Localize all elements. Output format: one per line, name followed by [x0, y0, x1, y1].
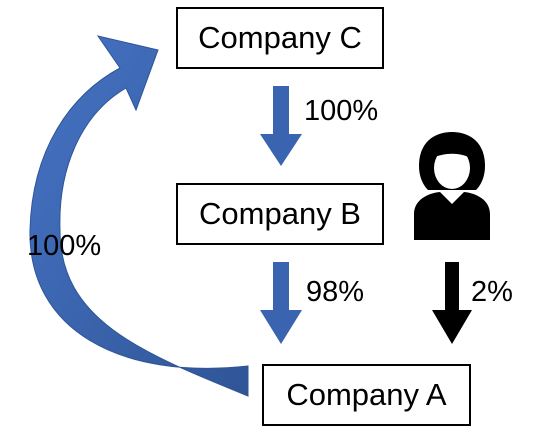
- node-company-b: Company B: [176, 183, 384, 245]
- person-icon: [414, 132, 490, 240]
- node-company-a: Company A: [262, 364, 471, 426]
- loop-arrow-a-to-c: [29, 35, 249, 397]
- arrow-c-to-b: [260, 86, 302, 166]
- edge-label-b-to-a: 98%: [306, 276, 365, 308]
- edge-label-c-to-b: 100%: [304, 95, 379, 127]
- edge-label-person-to-a: 2%: [471, 276, 513, 308]
- arrow-b-to-a: [260, 262, 302, 344]
- edge-label-a-to-c: 100%: [27, 230, 102, 262]
- node-company-c-label: Company C: [198, 20, 362, 55]
- node-company-b-label: Company B: [199, 196, 361, 231]
- arrow-person-to-a: [432, 262, 472, 344]
- node-company-a-label: Company A: [286, 377, 447, 412]
- node-company-c: Company C: [176, 7, 384, 69]
